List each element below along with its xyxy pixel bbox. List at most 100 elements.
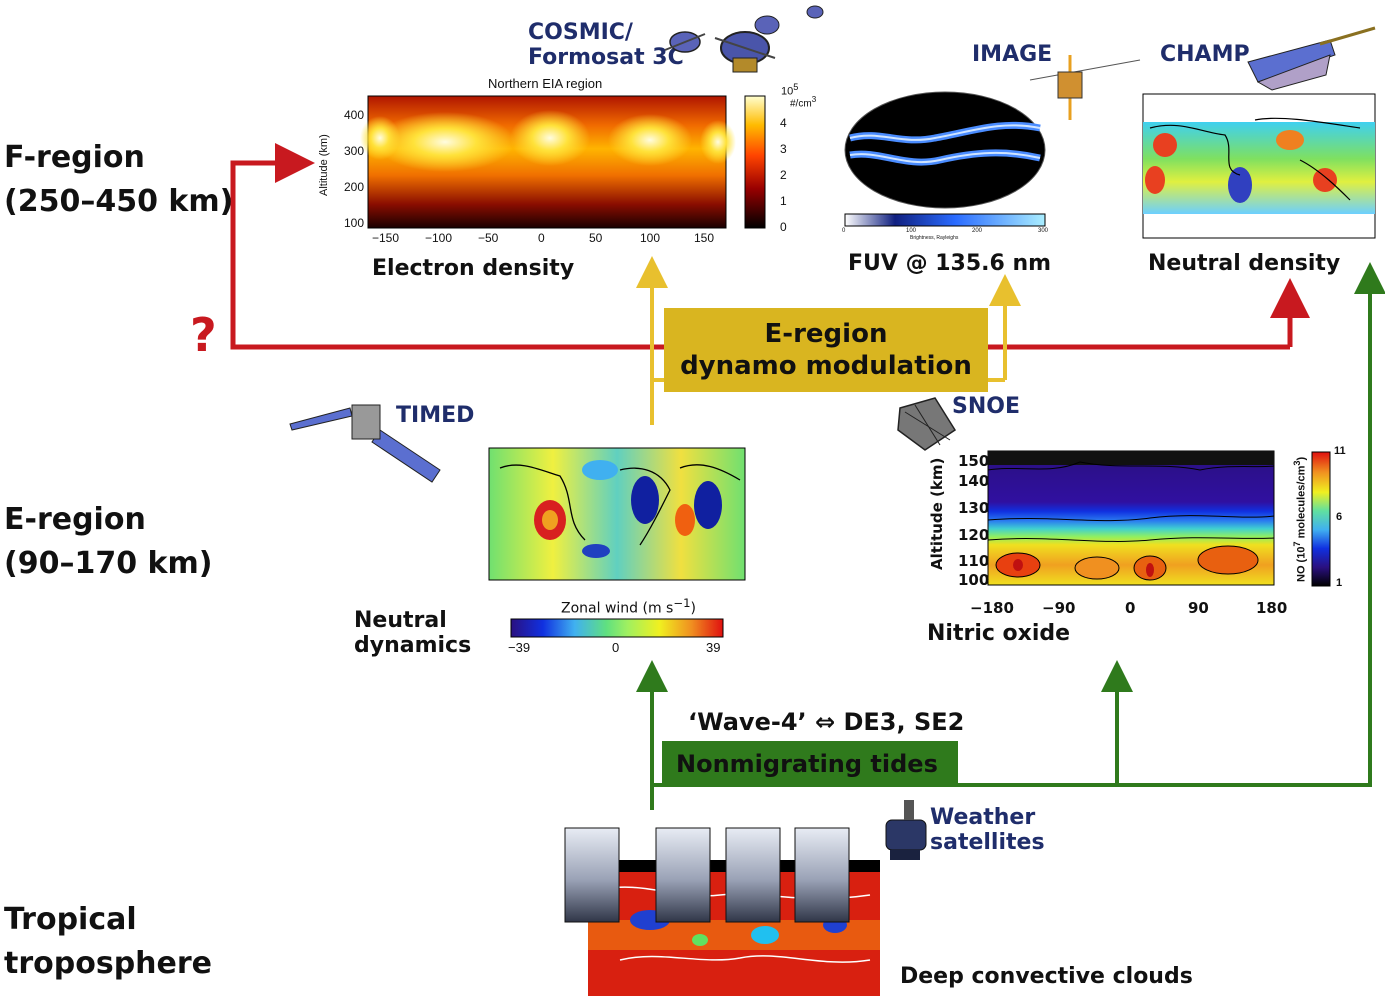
troposphere-label: Tropical troposphere [4, 898, 212, 986]
zonal-wind-tick-m39: −39 [508, 640, 531, 655]
cloud-photo-1 [564, 827, 620, 923]
electron-density-title: Northern EIA region [488, 76, 603, 91]
timed-label: TIMED [396, 403, 475, 428]
electron-density-label: Electron density [372, 256, 575, 281]
troposphere-name-line2: troposphere [4, 946, 213, 981]
dynamo-box-line1: E-region [764, 319, 888, 349]
no-cbar-tick-11: 11 [1334, 445, 1346, 457]
ed-xtick-m150: −150 [372, 231, 400, 245]
neutral-dynamics-line1: Neutral [354, 608, 447, 633]
ed-ytick-300: 300 [344, 144, 365, 158]
cloud-photo-3 [725, 827, 781, 923]
e-region-altitude: (90–170 km) [4, 546, 213, 581]
ed-xtick-m50: −50 [478, 231, 499, 245]
cosmic-label-line1: COSMIC/ [528, 20, 633, 45]
fuv-colorbar [844, 213, 1046, 227]
image-label: IMAGE [972, 42, 1053, 67]
weather-label-line2: satellites [930, 830, 1045, 855]
nitric-oxide-label: Nitric oxide [927, 621, 1071, 646]
ed-cbar-tick-1: 1 [780, 194, 787, 208]
no-xtick-m90: −90 [1042, 599, 1076, 617]
fuv-cbar-tick-100: 100 [906, 228, 917, 234]
neutral-dynamics-line2: dynamics [354, 633, 472, 658]
f-region-label: F-region (250–450 km) [4, 136, 233, 224]
fuv-cbar-tick-200: 200 [972, 228, 983, 234]
electron-density-colorbar [744, 95, 766, 229]
nitric-oxide-colorbar [1311, 451, 1331, 587]
e-region-label: E-region (90–170 km) [4, 498, 212, 586]
no-ytick-130: 130 [958, 499, 990, 517]
nonmigrating-tides-box: Nonmigrating tides [662, 741, 958, 787]
zonal-wind-cbar-title-exp: −1 [673, 596, 691, 610]
weather-label-line1: Weather [930, 805, 1036, 830]
deep-convective-clouds-label: Deep convective clouds [900, 964, 1193, 989]
ed-cbar-tick-3: 3 [780, 142, 787, 156]
cosmic-label: COSMIC/ Formosat 3C [528, 20, 684, 70]
no-ytick-140: 140 [958, 472, 990, 490]
ed-ytick-100: 100 [344, 216, 365, 230]
fuv-cbar-tick-0: 0 [842, 228, 846, 234]
fuv-label: FUV @ 135.6 nm [848, 251, 1052, 276]
troposphere-name-line1: Tropical [4, 902, 137, 937]
ed-xtick-0: 0 [538, 231, 545, 245]
no-ytick-150: 150 [958, 452, 990, 470]
zonal-wind-tick-0: 0 [612, 640, 620, 655]
fuv-cbar-tick-300: 300 [1038, 228, 1049, 234]
fuv-cbar-label: Brightness, Rayleighs [910, 235, 959, 241]
f-region-name: F-region [4, 140, 145, 175]
yellow-dynamo-arrows [636, 256, 1021, 425]
weather-satellites-label: Weather satellites [930, 805, 1045, 855]
cloud-photo-2 [655, 827, 711, 923]
ed-xtick-150: 150 [694, 231, 715, 245]
no-xtick-0: 0 [1125, 599, 1136, 617]
e-region-name: E-region [4, 502, 146, 537]
ed-cbar-tick-0: 0 [780, 220, 787, 234]
neutral-dynamics-label: Neutral dynamics [354, 608, 471, 658]
cosmic-label-line2: Formosat 3C [528, 45, 684, 70]
ed-xtick-50: 50 [589, 231, 603, 245]
no-cbar-tick-1: 1 [1336, 577, 1343, 589]
f-region-altitude: (250–450 km) [4, 184, 234, 219]
ed-xtick-100: 100 [640, 231, 661, 245]
zonal-wind-cbar-title: Zonal wind (m s−1) [561, 596, 696, 617]
fuv-globe [844, 91, 1046, 209]
snoe-label: SNOE [952, 394, 1020, 419]
dynamo-modulation-box: E-region dynamo modulation [664, 308, 988, 392]
zonal-wind-tick-39: 39 [706, 640, 721, 655]
zonal-wind-colorbar [510, 618, 724, 638]
ed-ytick-400: 400 [344, 108, 365, 122]
neutral-density-label: Neutral density [1148, 251, 1341, 276]
ed-xtick-m100: −100 [425, 231, 453, 245]
ed-cbar-unit-base: 10 [781, 85, 794, 98]
ed-cbar-unit: 105 [781, 82, 798, 98]
no-ytick-120: 120 [958, 526, 990, 544]
ed-cbar-unit-power: 3 [811, 94, 817, 104]
cloud-photo-4 [794, 827, 850, 923]
ed-cbar-unit-name: #/cm [790, 98, 812, 110]
no-ytick-110: 110 [958, 552, 990, 570]
wave-label: ‘Wave-4’ ⇔ DE3, SE2 [688, 708, 965, 736]
no-xtick-m180: −180 [970, 599, 1014, 617]
zonal-wind-cbar-title-text: Zonal wind (m s [561, 600, 674, 617]
no-ytick-100: 100 [958, 571, 990, 589]
dynamo-box-line2: dynamo modulation [680, 351, 972, 381]
question-mark: ? [190, 308, 217, 362]
zonal-wind-cbar-title-close: ) [690, 600, 696, 617]
ed-cbar-tick-4: 4 [780, 116, 787, 130]
champ-label: CHAMP [1160, 42, 1250, 67]
ed-cbar-unit-exp: 5 [793, 82, 799, 92]
ed-cbar-unit-text: #/cm3 [790, 94, 816, 109]
ed-cbar-tick-2: 2 [780, 168, 787, 182]
